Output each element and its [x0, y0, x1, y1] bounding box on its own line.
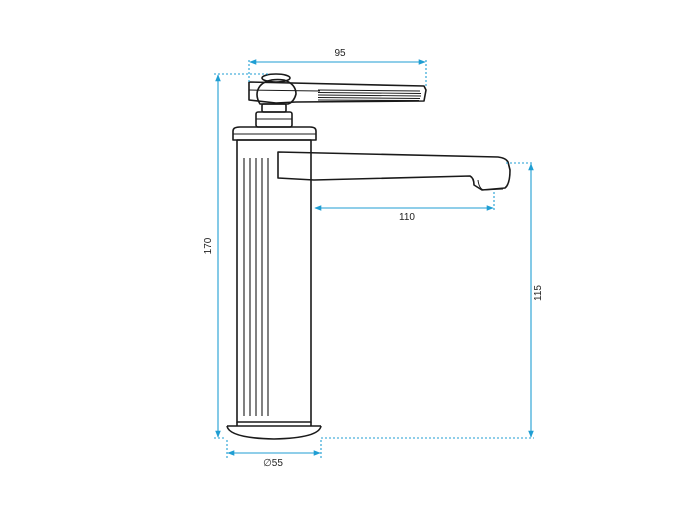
dim-handle-width [248, 59, 427, 88]
dim-base-diameter [226, 440, 322, 458]
label-spout-reach: 110 [399, 212, 415, 223]
faucet-base [226, 425, 322, 440]
dimension-lines [214, 59, 534, 458]
dim-spout-reach [314, 192, 495, 211]
faucet-body [236, 139, 312, 423]
label-handle-width: 95 [334, 48, 346, 59]
faucet-outline [226, 73, 511, 440]
body-top-cap [232, 126, 317, 141]
label-base-diameter: ∅55 [263, 458, 283, 469]
lever-arm [248, 81, 427, 104]
faucet-spout [277, 151, 511, 191]
lever-grip [317, 89, 422, 101]
dim-spout-height [321, 162, 534, 439]
label-total-height: 170 [203, 237, 214, 254]
body-ribs [243, 158, 269, 416]
dim-total-height [214, 73, 270, 439]
label-spout-height: 115 [533, 285, 544, 301]
dimension-labels: 95 110 170 115 ∅55 [203, 48, 544, 469]
